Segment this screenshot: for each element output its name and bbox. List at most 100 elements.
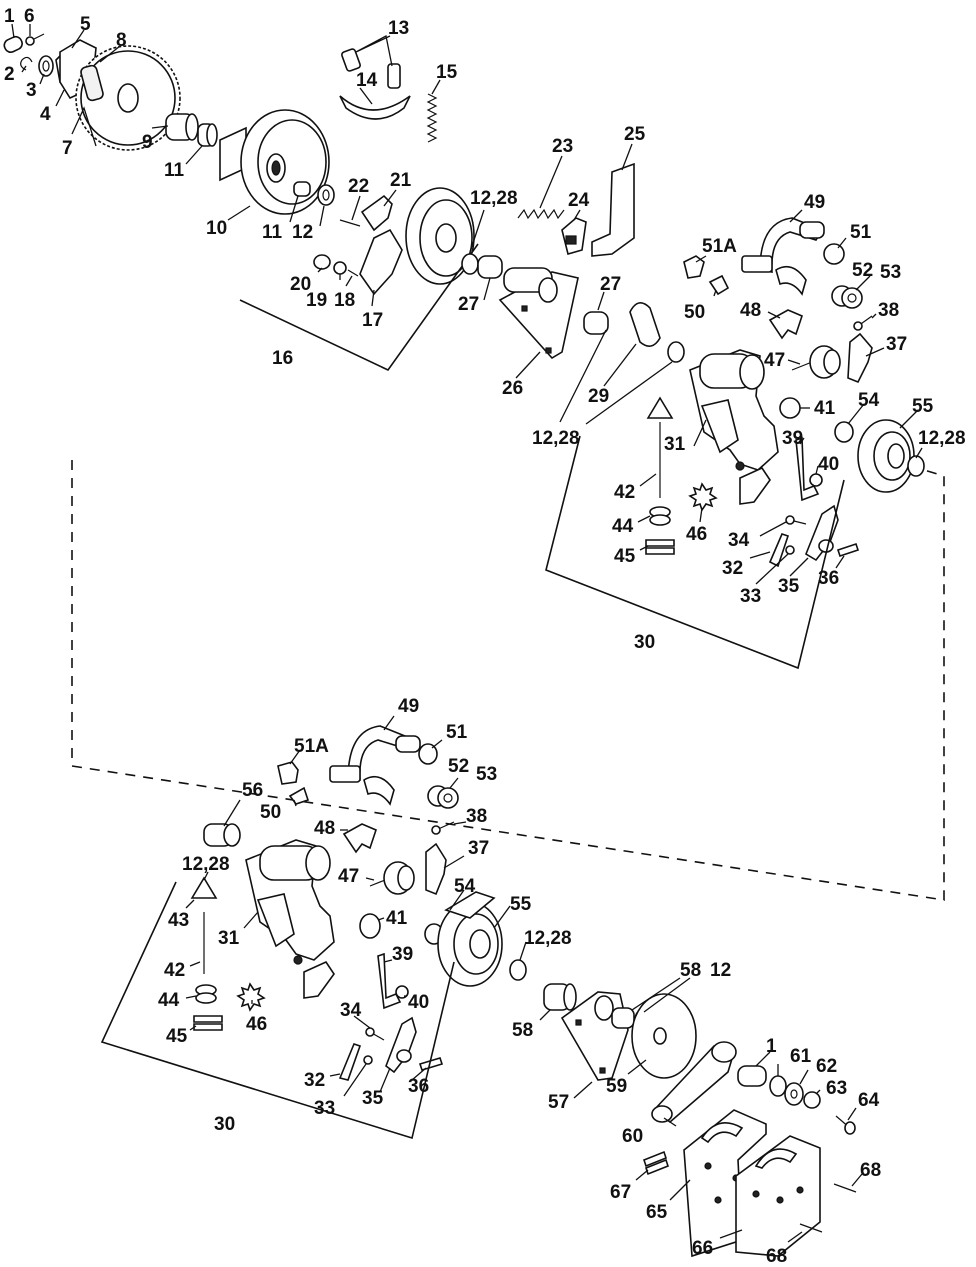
- callout-24: 24: [568, 190, 590, 211]
- callout-12: 12: [292, 222, 313, 243]
- callout-14: 14: [356, 70, 378, 91]
- part-36-spring-lower: [418, 1057, 444, 1071]
- callout-52: 52: [852, 260, 873, 281]
- upper-clutch-group: [545, 217, 925, 670]
- brake-backing-plate: [405, 187, 475, 285]
- callout-59-lower: 59: [606, 1076, 627, 1097]
- callout-57-lower: 57: [548, 1092, 569, 1113]
- lower-clutch-group: [100, 725, 527, 1140]
- part-55-collar-lower: [437, 891, 503, 987]
- callout-49: 49: [804, 192, 825, 213]
- callout-52-lower: 52: [448, 756, 469, 777]
- callout-65-lower: 65: [646, 1202, 668, 1223]
- part-10-clutch-drum: [219, 109, 330, 215]
- brake-group: [239, 162, 685, 372]
- callout-56-lower: 56: [242, 780, 263, 801]
- callout-32-lower: 32: [304, 1070, 325, 1091]
- part-50-plate: [708, 274, 730, 296]
- part-15-spring: [426, 93, 438, 143]
- callout-45: 45: [614, 546, 636, 567]
- callout-66-lower: 66: [692, 1238, 713, 1259]
- callout-31-lower: 31: [218, 928, 240, 949]
- callout-51A: 51A: [702, 236, 737, 257]
- part-51A-plate: [683, 255, 705, 279]
- part-25-arm: [591, 162, 635, 257]
- part-26-bracket-plate: [498, 267, 579, 360]
- callout-29: 29: [588, 386, 609, 407]
- part-38-screw-lower: [431, 821, 455, 835]
- part-17-lever-arm: [359, 228, 403, 296]
- part-40-roller: [809, 473, 823, 487]
- part-13-block-a: [341, 48, 361, 72]
- part-37-pawl-lower: [425, 842, 447, 896]
- part-64-bolt: [835, 1115, 856, 1135]
- callout-49-lower: 49: [398, 696, 419, 717]
- part-32-link: [768, 533, 790, 568]
- callout-labels: 1 6 5 8 2 3 4 7 9 11 10 11 12 13 14 15 2…: [4, 6, 966, 1267]
- callout-46-lower: 46: [246, 1014, 267, 1035]
- callout-33-lower: 33: [314, 1098, 335, 1119]
- callout-13: 13: [388, 18, 409, 39]
- part-58-sleeve-a: [543, 983, 577, 1011]
- callout-32: 32: [722, 558, 743, 579]
- callout-37: 37: [886, 334, 907, 355]
- callout-40-lower: 40: [408, 992, 429, 1013]
- part-37-pawl: [847, 332, 873, 384]
- callout-11: 11: [164, 160, 185, 181]
- part-45-spring: [645, 539, 675, 555]
- callout-51-lower: 51: [446, 722, 468, 743]
- callout-23: 23: [552, 136, 573, 157]
- part-11b-bearing: [293, 181, 311, 197]
- part-48-fork: [768, 309, 803, 340]
- part-60-arm: [651, 1041, 737, 1124]
- part-27-sleeve-a: [477, 255, 503, 279]
- callout-11b: 11: [262, 222, 283, 243]
- part-32-link-lower: [338, 1043, 362, 1081]
- callout-27b: 27: [600, 274, 621, 295]
- callout-68-lower-b: 68: [766, 1246, 787, 1267]
- part-61-washer: [769, 1075, 787, 1097]
- callout-10: 10: [206, 218, 227, 239]
- callout-17: 17: [362, 310, 383, 331]
- callout-5: 5: [80, 14, 91, 35]
- part-34-screw-lower: [365, 1027, 385, 1041]
- part-42-rod: [646, 396, 674, 498]
- bracket-30-lower: [100, 881, 455, 1140]
- rocker-plate-group: [543, 983, 857, 1258]
- bracket-30-upper: [545, 435, 845, 670]
- callout-12-lower: 12: [710, 960, 731, 981]
- part-22-pin: [339, 219, 361, 227]
- callout-27a: 27: [458, 294, 479, 315]
- callout-63-lower: 63: [826, 1078, 847, 1099]
- part-43-cone-lower: [190, 876, 218, 899]
- part-2-clip: [20, 56, 33, 71]
- part-31-housing: [689, 349, 779, 505]
- callout-58-lower-a: 58: [680, 960, 701, 981]
- bracket-16: [239, 243, 479, 372]
- leader-lines: [11, 23, 923, 1243]
- callout-22: 22: [348, 176, 369, 197]
- part-34-screw: [785, 515, 807, 525]
- callout-64-lower: 64: [858, 1090, 880, 1111]
- callout-39: 39: [782, 428, 803, 449]
- part-40-roller-lower: [395, 985, 409, 999]
- callout-44: 44: [612, 516, 634, 537]
- callout-42: 42: [614, 482, 635, 503]
- callout-53-lower: 53: [476, 764, 497, 785]
- part-51-bushing-lower: [418, 743, 438, 765]
- part-51A-plate-lower: [277, 761, 299, 785]
- callout-47-lower: 47: [338, 866, 359, 887]
- callout-21: 21: [390, 170, 412, 191]
- callout-43-lower: 43: [168, 910, 189, 931]
- part-11-bearing: [197, 123, 218, 147]
- part-66-side-plate: [735, 1135, 821, 1257]
- callout-67-lower: 67: [610, 1182, 631, 1203]
- callout-6: 6: [24, 6, 35, 27]
- callout-35: 35: [778, 576, 800, 597]
- callout-50: 50: [684, 302, 705, 323]
- part-33-pin: [785, 545, 795, 555]
- part-46-star-lower: [236, 982, 266, 1012]
- part-31-housing-lower: [245, 839, 335, 999]
- part-68-bolt-a: [833, 1183, 857, 1193]
- callout-37-lower: 37: [468, 838, 489, 859]
